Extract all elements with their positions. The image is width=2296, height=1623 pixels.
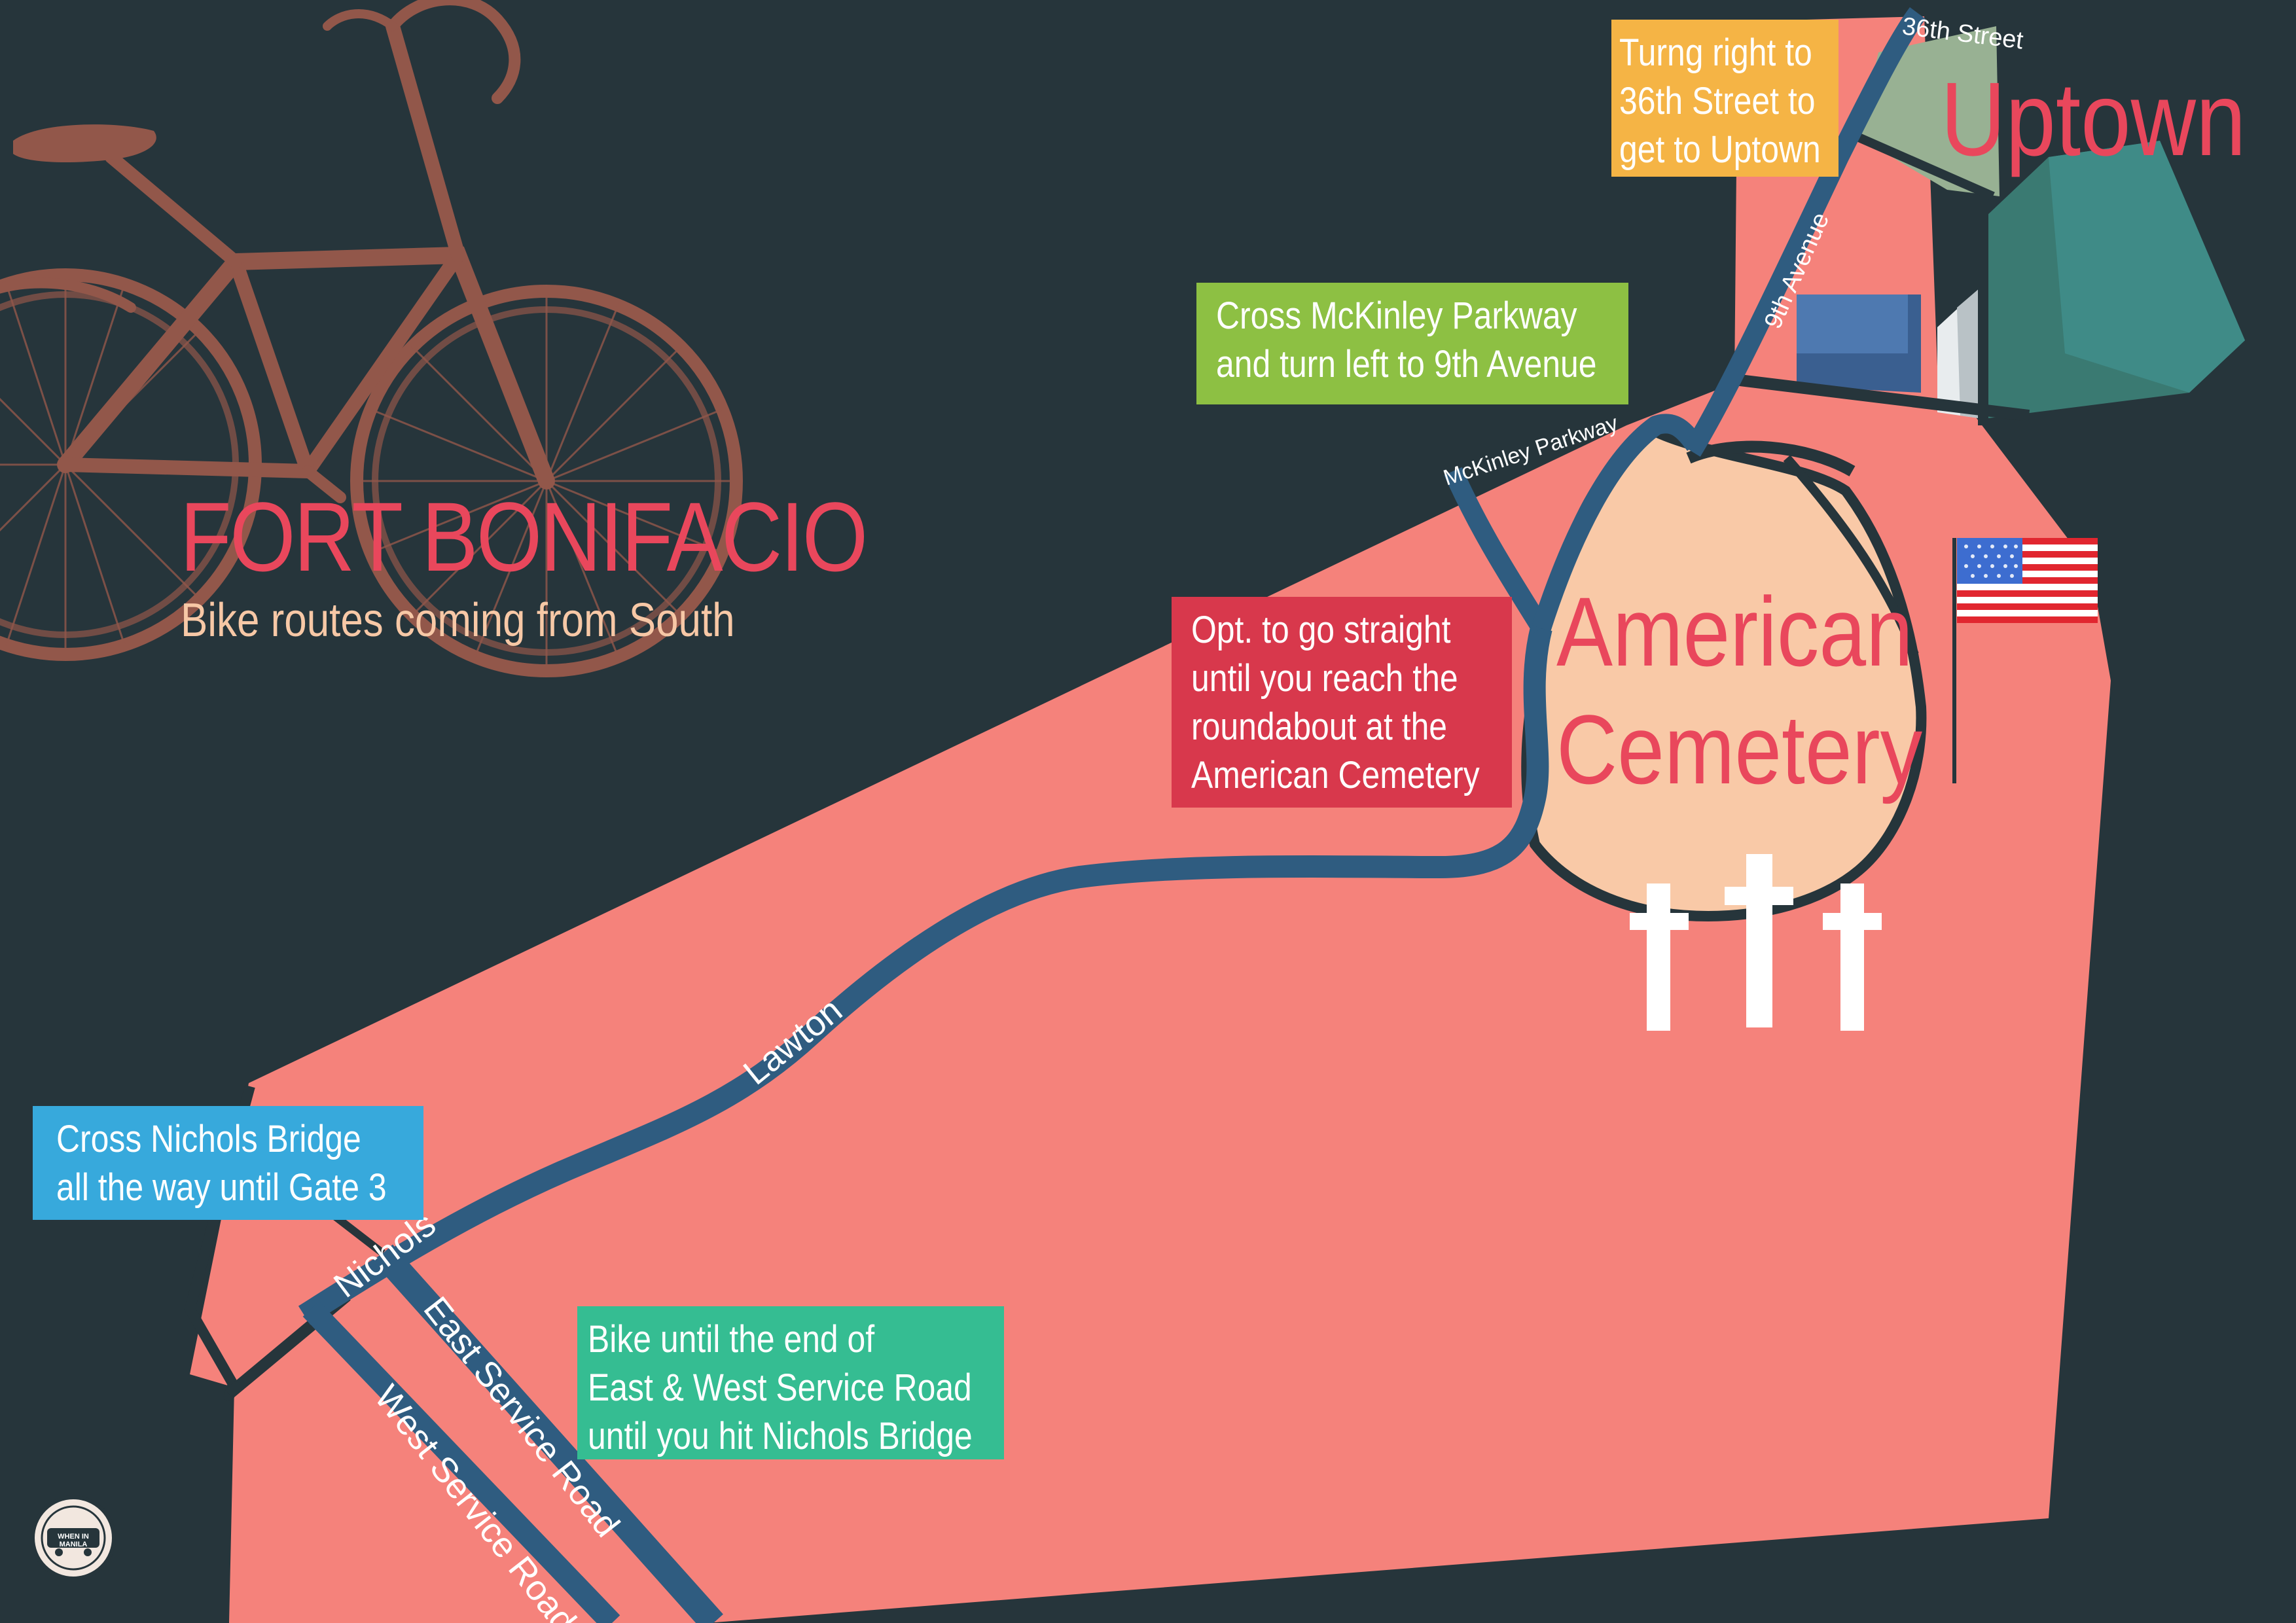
- bicycle-icon: [0, 0, 743, 677]
- callout-nichols-bridge-line2: all the way until Gate 3: [56, 1166, 387, 1209]
- land-area: [190, 16, 2111, 1623]
- callout-nichols-bridge-line1: Cross Nichols Bridge: [56, 1118, 361, 1160]
- bicycle-saddle: [13, 124, 156, 162]
- road-west-service: [302, 1301, 620, 1623]
- cemetery-road-east: [1783, 455, 1919, 656]
- callout-straight-line3: roundabout at the: [1191, 705, 1448, 748]
- callout-uptown-turn-line2: 36th Street to: [1619, 80, 1816, 122]
- road-nichols-lawton: [298, 625, 1552, 1325]
- callout-uptown-turn-line1: Turng right to: [1619, 31, 1812, 74]
- callout-straight-line1: Opt. to go straight: [1191, 609, 1451, 651]
- road-east-service: [373, 1244, 723, 1623]
- callout-uptown-turn-line3: get to Uptown: [1619, 128, 1821, 171]
- callout-nichols-bridge: Cross Nichols Bridge all the way until G…: [33, 1106, 423, 1220]
- cemetery-road-curve: [1686, 440, 1856, 476]
- callout-mckinley: Cross McKinley Parkway and turn left to …: [1196, 283, 1628, 404]
- callout-straight-line2: until you reach the: [1191, 657, 1458, 700]
- page-subtitle: Bike routes coming from South: [181, 594, 735, 647]
- us-flag-icon: [1952, 538, 2098, 783]
- callout-service-road-line3: until you hit Nichols Bridge: [588, 1415, 973, 1457]
- cemetery-crosses: [1630, 854, 1882, 1031]
- callout-mckinley-line2: and turn left to 9th Avenue: [1216, 343, 1597, 385]
- uptown-road-border: [1857, 133, 1995, 201]
- callout-uptown-turn: Turng right to 36th Street to get to Upt…: [1611, 20, 1839, 177]
- road-9th-avenue: [1683, 7, 1926, 457]
- uptown-building-teal-light: [2049, 141, 2245, 393]
- place-cemetery-line2: Cemetery: [1556, 694, 1923, 804]
- callout-service-road: Bike until the end of East & West Servic…: [577, 1306, 1004, 1459]
- uptown-building-blue-top: [1797, 294, 1908, 353]
- callout-service-road-line2: East & West Service Road: [588, 1366, 972, 1409]
- callout-straight: Opt. to go straight until you reach the …: [1172, 597, 1512, 808]
- when-in-manila-logo: [31, 1495, 116, 1580]
- place-uptown: Uptown: [1941, 60, 2246, 177]
- callout-service-road-line1: Bike until the end of: [588, 1318, 875, 1361]
- callout-mckinley-line1: Cross McKinley Parkway: [1216, 294, 1577, 337]
- callout-straight-line4: American Cemetery: [1191, 754, 1480, 796]
- place-cemetery-line1: American: [1556, 577, 1913, 687]
- road-roundabout: [1532, 414, 1703, 632]
- page-title: FORT BONIFACIO: [180, 482, 868, 592]
- road-mckinley-parkway: [1444, 467, 1550, 633]
- logo-text: WHEN IN MANILA: [58, 1533, 89, 1548]
- uptown-building-grey-2: [1957, 288, 1983, 419]
